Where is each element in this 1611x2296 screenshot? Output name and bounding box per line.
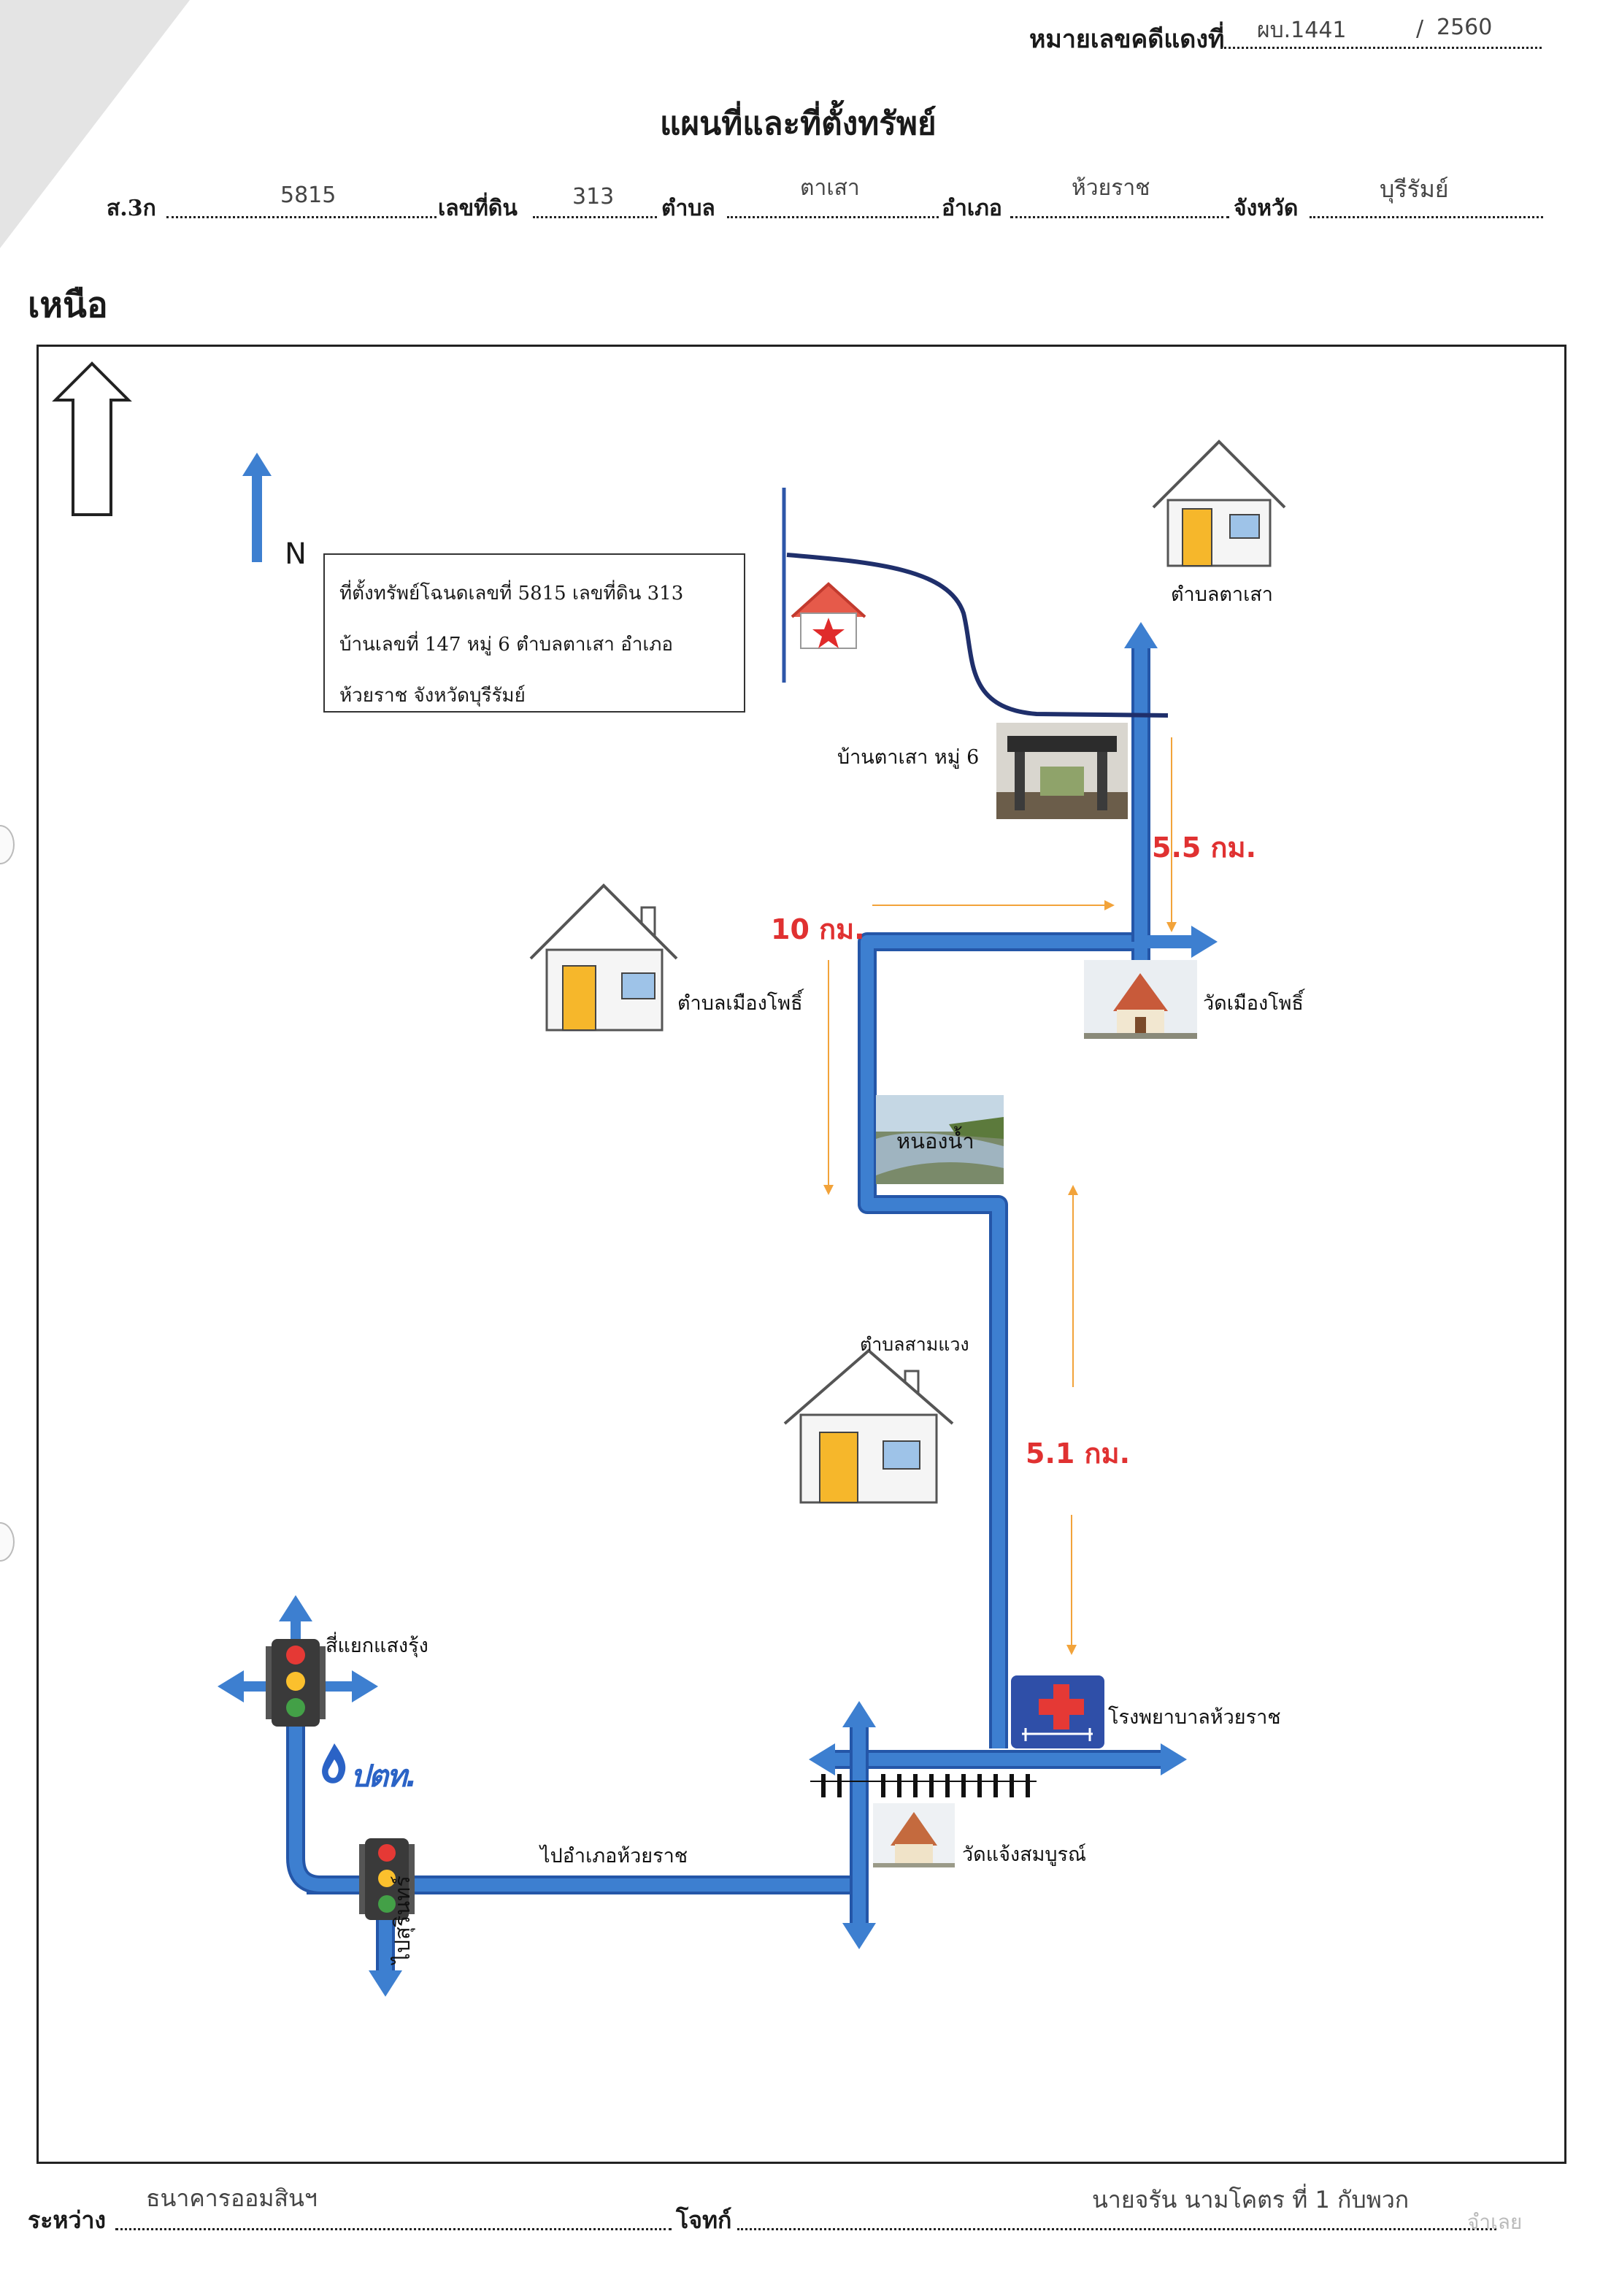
folded-page-corner: [0, 0, 190, 248]
info-line: บ้านเลขที่ 147 หมู่ 6 ตำบลตาเสา อำเภอ: [339, 634, 673, 656]
district-value: ห้วยราช: [1072, 175, 1150, 201]
label-to-huai-rat: ไปอำเภอห้วยราช: [540, 1845, 688, 1867]
north-outline-arrow: [52, 361, 132, 516]
subdistrict-value: ตาเสา: [800, 175, 860, 201]
label-ta-sao-subdistrict: ตำบลตาเสา: [1171, 583, 1273, 606]
case-number-slash: /: [1416, 16, 1424, 42]
label-hospital: โรงพยาบาลห้วยราช: [1108, 1706, 1281, 1729]
deed-label: ส.3ก: [107, 196, 156, 221]
label-to-surin: ไปสุรินทร์: [390, 1875, 415, 1964]
label-sam-waeng-subdistrict: ตำบลสามแวง: [860, 1334, 969, 1355]
gate-photo: [996, 723, 1128, 819]
district-label: อำเภอ: [942, 196, 1002, 221]
label-mueang-pho-subdistrict: ตำบลเมืองโพธิ์: [677, 992, 803, 1015]
road-network: [286, 642, 1197, 1975]
label-nong-nam: หนองน้ำ: [896, 1129, 974, 1153]
label-wat-chaeng: วัดแจ้งสมบูรณ์: [962, 1843, 1087, 1866]
province-label: จังหวัด: [1234, 196, 1299, 221]
label-wat-mueang-pho: วัดเมืองโพธิ์: [1203, 992, 1304, 1015]
access-road: [782, 488, 1169, 718]
defendant-name: นายจรัน นามโคตร ที่ 1 กับพวก: [1092, 2186, 1410, 2214]
info-line: ห้วยราช จังหวัดบุรีรัมย์: [339, 685, 526, 707]
wat-chaeng-photo: [873, 1803, 955, 1867]
land-no-label: เลขที่ดิน: [438, 196, 518, 221]
ptt-flame-icon: [322, 1743, 346, 1784]
ptt-logo: ปตท.: [350, 1758, 418, 1794]
traffic-light-icon-north: [266, 1639, 326, 1727]
traffic-light-icon-south: [359, 1838, 415, 1920]
between-label: ระหว่าง: [28, 2206, 107, 2234]
property-star-icon: [791, 582, 866, 649]
nong-nam-photo: [876, 1095, 1004, 1184]
subdistrict-dotted-line: [727, 216, 939, 218]
defendant-dotted-line: [737, 2228, 1496, 2230]
defendant-role-label: โจทก์: [676, 2206, 732, 2234]
distance-5-1km: 5.1 กม.: [1026, 1437, 1131, 1470]
label-intersection: สี่แยกแสงรุ้ง: [326, 1635, 428, 1657]
property-info-box: ที่ตั้งทรัพย์โฉนดเลขที่ 5815 เลขที่ดิน 3…: [323, 553, 745, 713]
wat-mueang-pho-photo: [1084, 960, 1197, 1039]
info-line: ที่ตั้งทรัพย์โฉนดเลขที่ 5815 เลขที่ดิน 3…: [339, 583, 684, 604]
page-title: แผนที่และที่ตั้งทรัพย์: [660, 105, 937, 142]
land-no-value: 313: [572, 184, 615, 210]
case-number-label: หมายเลขคดีแดงที่: [1029, 25, 1225, 54]
plaintiff-name: ธนาคารออมสินฯ: [146, 2184, 318, 2212]
compass-arrow: [242, 453, 272, 562]
plaintiff-dotted-line: [115, 2228, 672, 2230]
house-icon-sam-waeng: [783, 1348, 954, 1504]
subdistrict-label: ตำบล: [661, 196, 715, 221]
railway-track: [810, 1774, 1037, 1797]
land-no-dotted-line: [533, 216, 657, 218]
defendant-suffix: จำเลย: [1467, 2210, 1523, 2234]
house-icon-ta-sao: [1152, 439, 1286, 567]
deed-dotted-line: [166, 216, 437, 218]
map-frame: [36, 345, 1566, 2164]
hospital-icon: [1011, 1675, 1104, 1748]
north-label: เหนือ: [28, 285, 108, 326]
deed-value: 5815: [280, 183, 337, 208]
case-number-dotted-line: [1220, 47, 1542, 49]
house-icon-mueang-pho: [529, 883, 678, 1032]
province-dotted-line: [1310, 216, 1543, 218]
distance-guides: [823, 737, 1177, 1655]
distance-5-5km: 5.5 กม.: [1152, 832, 1257, 864]
case-year-value: 2560: [1437, 15, 1493, 40]
label-ban-ta-sao: บ้านตาเสา หมู่ 6: [837, 746, 980, 769]
road-arrowheads: [218, 622, 1218, 1997]
compass-letter: N: [285, 537, 307, 571]
province-value: บุรีรัมย์: [1380, 175, 1449, 203]
district-dotted-line: [1010, 216, 1229, 218]
case-number-value: ผบ.1441: [1257, 18, 1347, 43]
distance-10km: 10 กม.: [771, 913, 865, 945]
